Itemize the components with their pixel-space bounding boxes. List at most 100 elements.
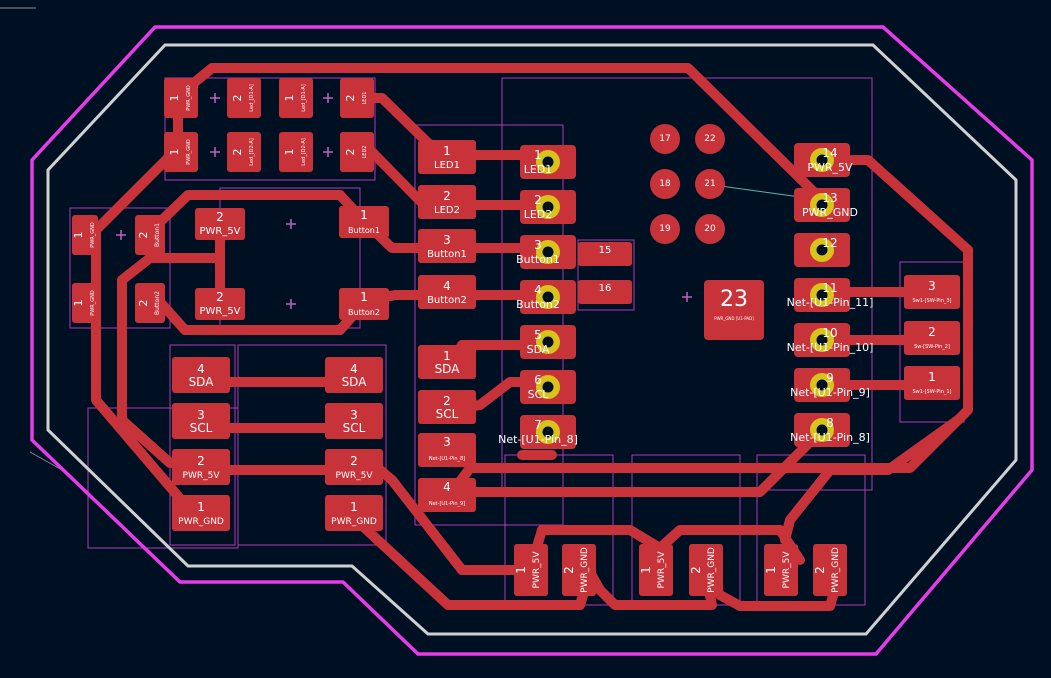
smd-pad-3-copper — [340, 78, 374, 118]
pad-net-label: PWR_GND — [186, 139, 192, 165]
mcu-grid-pad-21[interactable]: 21 — [695, 169, 725, 199]
pad-number: 1 — [360, 208, 368, 222]
power-pad-6-copper — [813, 544, 847, 596]
header-right-pad-2[interactable]: 2Sw-[SW-Pin_2] — [904, 321, 960, 355]
pad-number: 1 — [283, 149, 296, 156]
grid-pad-number: 22 — [704, 134, 715, 144]
pad-net-label: PWR_5V — [199, 226, 240, 237]
switch1-pad-a-copper — [195, 208, 245, 240]
pad-number: 1 — [168, 95, 181, 102]
pad-number: 1 — [514, 566, 528, 574]
pin-net-label: SDA — [527, 343, 550, 356]
pad-net-label: Button2 — [154, 291, 161, 315]
btn2-gnd-pad-copper — [72, 283, 98, 323]
mcu-pad-15[interactable]: 15 — [578, 242, 632, 266]
mcu-grid-pad-18[interactable]: 18 — [650, 169, 680, 199]
mcu-grid-pad-20[interactable]: 20 — [695, 214, 725, 244]
grid-pad-copper — [650, 169, 680, 199]
pad-net-label: SCL — [190, 421, 213, 435]
mcu-grid-pad-19[interactable]: 19 — [650, 214, 680, 244]
pin-drill — [542, 156, 554, 168]
pad-net-label: PWR_5V — [183, 471, 221, 481]
pad-number: 2 — [137, 232, 150, 239]
mcu-pin-12[interactable]: 12 — [794, 233, 850, 267]
switch1-pad-b-copper — [339, 206, 389, 238]
pin-net-label: Net-[U1-Pin_8] — [790, 431, 870, 444]
pad-number: 1 — [443, 144, 451, 158]
pad-number: 1 — [197, 500, 205, 514]
pad-net-label: PWR_GND — [331, 517, 377, 527]
pad-net-label: SDA — [435, 362, 461, 376]
btn1-sig-pad-copper — [135, 215, 165, 255]
power-pad-2-copper — [562, 544, 596, 596]
mcu-grid-pad-17[interactable]: 17 — [650, 124, 680, 154]
pad-net-label: Button2 — [427, 295, 467, 306]
pad-net-label: LED1 — [434, 160, 460, 171]
mcu-pad-copper — [578, 242, 632, 266]
pad-number: 2 — [562, 566, 576, 574]
mcu-pad-16[interactable]: 16 — [578, 280, 632, 304]
pad-number: 2 — [443, 394, 451, 408]
pad-net-label: Button1 — [427, 249, 467, 260]
mcu-grid-pad-22[interactable]: 22 — [695, 124, 725, 154]
btn1-gnd-pad-copper — [72, 215, 98, 255]
pad-number: 1 — [443, 349, 451, 363]
pin-number: 10 — [822, 326, 837, 340]
